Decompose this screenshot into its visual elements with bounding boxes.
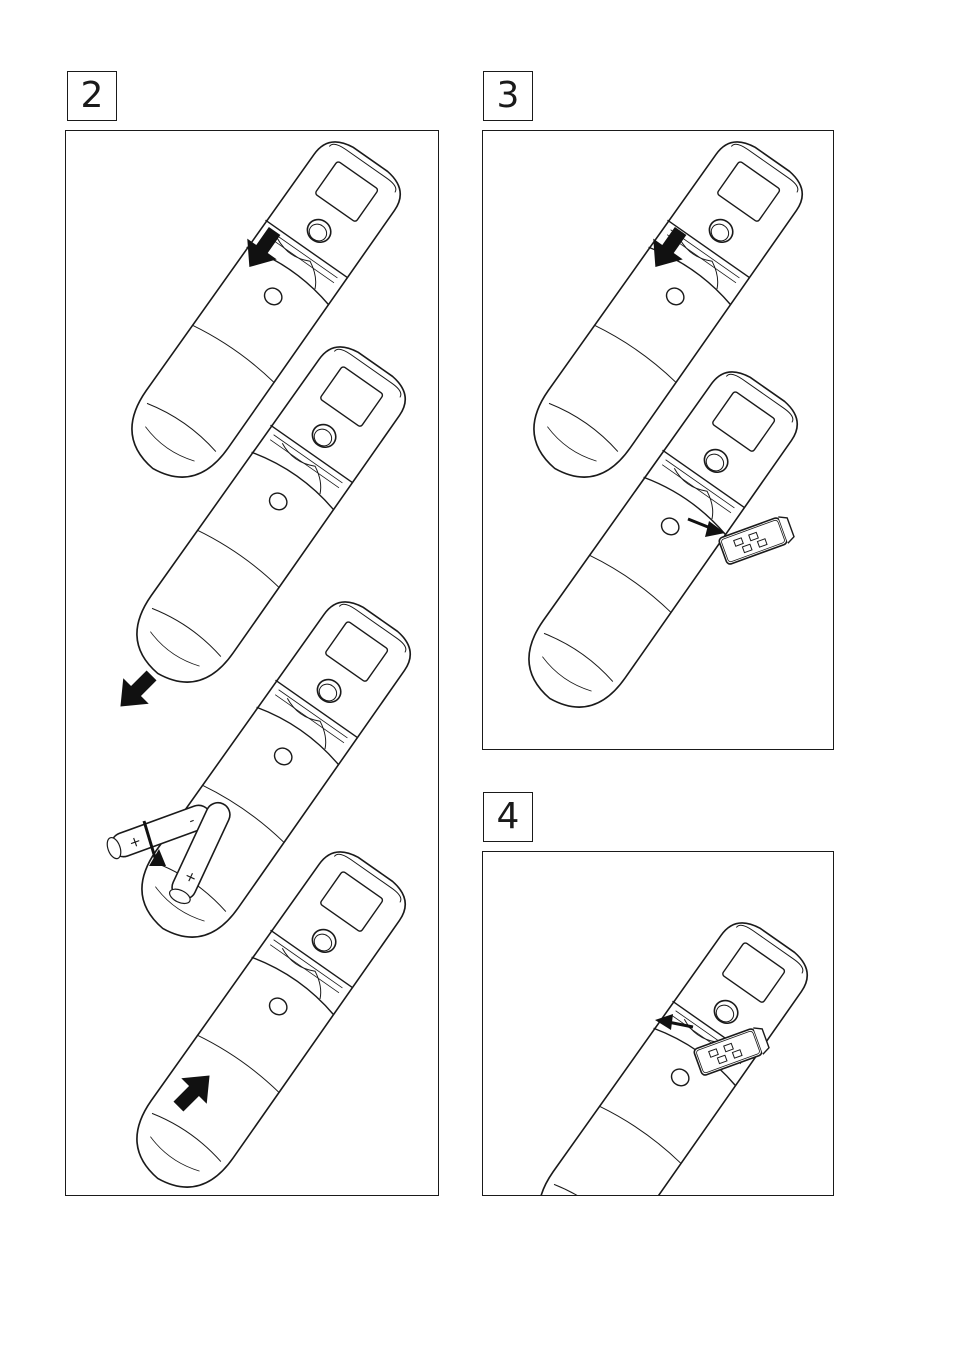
step-4-illustration — [483, 852, 834, 1196]
step-number-3: 3 — [483, 71, 533, 121]
remote-control-open — [519, 911, 818, 1196]
step-number-2: 2 — [67, 71, 117, 121]
step-2-panel: + - + — [65, 130, 439, 1196]
step-3-panel — [482, 130, 834, 750]
step-number-4: 4 — [483, 792, 533, 842]
step-2-illustration: + - + — [66, 131, 439, 1196]
step-3-illustration — [483, 131, 834, 750]
step-4-panel — [482, 851, 834, 1196]
